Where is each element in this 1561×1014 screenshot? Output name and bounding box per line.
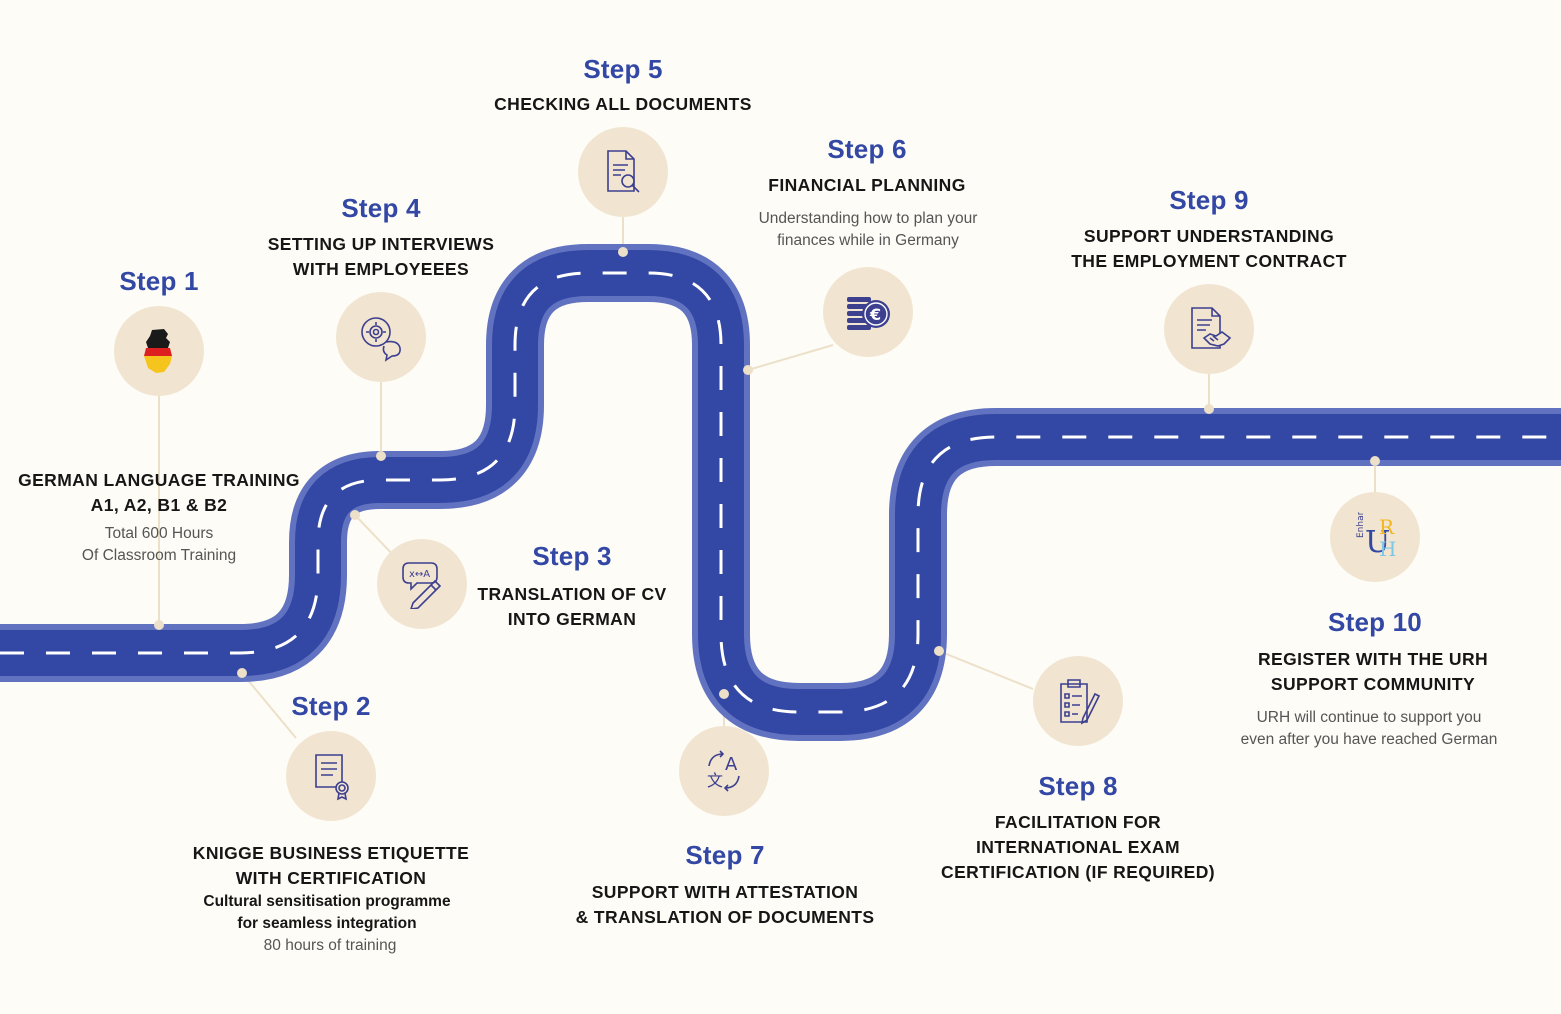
step-10-icon-circle: Enhance Your Future U R H (1330, 492, 1420, 582)
step-6-title: FINANCIAL PLANNING (768, 175, 966, 195)
connector-line-2 (241, 672, 297, 739)
document-search-icon (607, 150, 640, 193)
step-9-label: Step 9 (1169, 185, 1249, 215)
step-3-label: Step 3 (532, 541, 612, 571)
step-3-icon-circle: x↔A (377, 539, 467, 629)
translation-pen-icon: x↔A (402, 562, 442, 609)
step-8-icon-circle (1033, 656, 1123, 746)
connector-line-8 (938, 650, 1034, 690)
step-7-icon-circle: A 文 (679, 726, 769, 816)
connector-dot-1 (154, 620, 164, 630)
svg-text:文: 文 (707, 771, 723, 790)
svg-text:A: A (725, 754, 738, 775)
step-2-description: 80 hours of training (263, 937, 397, 954)
language-translate-icon: A 文 (707, 750, 740, 792)
connector-dot-8 (934, 646, 944, 656)
step-6-label: Step 6 (827, 134, 907, 164)
step-10-label: Step 10 (1328, 607, 1422, 637)
contract-handshake-icon (1191, 307, 1232, 349)
step-8-label: Step 8 (1038, 771, 1118, 801)
germany-map-icon (144, 329, 172, 373)
clipboard-checklist-icon (1060, 679, 1101, 725)
step-4-icon-circle (336, 292, 426, 382)
logo-letter-h: H (1379, 537, 1396, 561)
connector-dots (154, 247, 1380, 699)
step-9-icon-circle (1164, 284, 1254, 374)
connector-line-3 (354, 514, 396, 558)
step-1-label: Step 1 (119, 266, 199, 296)
step-5-label: Step 5 (583, 54, 663, 84)
step-1-icon-circle (114, 306, 204, 396)
urh-logo-icon: Enhance Your Future U R H (1356, 512, 1396, 561)
step-7-label: Step 7 (685, 840, 765, 870)
logo-letter-r: R (1379, 515, 1395, 539)
connector-dot-3 (350, 510, 360, 520)
step-4-label: Step 4 (341, 193, 421, 223)
connector-dot-10 (1370, 456, 1380, 466)
connector-dot-7 (719, 689, 729, 699)
connector-dot-5 (618, 247, 628, 257)
step-7-title: SUPPORT WITH ATTESTATION& TRANSLATION OF… (575, 882, 875, 927)
road-center-dashes (0, 271, 1561, 714)
step-5-title: CHECKING ALL DOCUMENTS (494, 94, 752, 114)
step-2-label: Step 2 (291, 691, 371, 721)
logo-letter-u: U (1365, 525, 1390, 560)
step-6-icon-circle: € (823, 267, 913, 357)
euro-coins-icon: € (847, 297, 890, 330)
step-5-icon-circle (578, 127, 668, 217)
connector-dot-2 (237, 668, 247, 678)
logo-vertical-text: Enhance Your Future (1356, 512, 1366, 538)
connector-dot-9 (1204, 404, 1214, 414)
svg-text:x↔A: x↔A (409, 569, 430, 580)
connector-lines (158, 217, 1376, 739)
certificate-icon (315, 754, 349, 801)
connector-dot-4 (376, 451, 386, 461)
interview-chat-icon (361, 317, 401, 362)
connector-line-6 (747, 344, 834, 371)
connector-dot-6 (743, 365, 753, 375)
svg-text:€: € (869, 305, 881, 324)
step-2-icon-circle (286, 731, 376, 821)
